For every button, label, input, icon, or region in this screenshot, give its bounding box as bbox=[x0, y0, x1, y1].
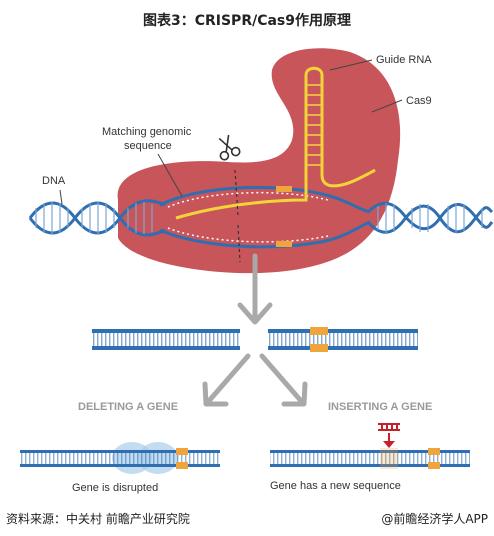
cas9-pointer bbox=[371, 99, 403, 113]
cut-line-bottom bbox=[237, 224, 241, 263]
cut-dna-left bbox=[92, 329, 240, 350]
matching-pointer bbox=[157, 153, 183, 197]
disrupted-gene-dna bbox=[20, 442, 220, 474]
guide-rna-pointer bbox=[329, 59, 373, 71]
cas9-protein bbox=[117, 48, 401, 274]
arrow-down-icon bbox=[237, 253, 273, 325]
deleting-gene-header: DELETING A GENE bbox=[78, 401, 178, 413]
insert-marker-icon bbox=[378, 423, 400, 448]
scissors-icon bbox=[218, 134, 241, 161]
inserting-gene-header: INSERTING A GENE bbox=[328, 401, 432, 413]
dna-helix-left bbox=[28, 199, 166, 237]
cut-dna-right bbox=[268, 327, 418, 352]
gene-new-sequence-label: Gene has a new sequence bbox=[270, 480, 401, 492]
dna-label: DNA bbox=[42, 175, 66, 187]
source-note: 资料来源：中关村 前瞻产业研究院 bbox=[6, 512, 190, 526]
cas9-label: Cas9 bbox=[406, 95, 432, 107]
inserted-gene-dna bbox=[270, 448, 470, 469]
guide-rna-label: Guide RNA bbox=[376, 54, 432, 66]
matching-sequence-label-line1: Matching genomic bbox=[102, 126, 192, 138]
crispr-diagram: Guide RNA Cas9 Matching genomic sequence… bbox=[20, 48, 494, 494]
matching-sequence-label-line2: sequence bbox=[124, 140, 172, 152]
target-mark-top bbox=[276, 186, 292, 192]
dna-pointer bbox=[59, 189, 63, 205]
guide-rna bbox=[175, 66, 376, 220]
arrow-diagonal-icon bbox=[202, 353, 308, 407]
brand-note: @前瞻经济学人APP bbox=[381, 512, 488, 526]
figure-title: 图表3：CRISPR/Cas9作用原理 bbox=[142, 13, 352, 29]
cut-line-top bbox=[234, 169, 239, 216]
gene-disrupted-label: Gene is disrupted bbox=[72, 482, 158, 494]
target-mark-bottom bbox=[276, 241, 292, 247]
dna-helix-right bbox=[366, 201, 494, 234]
